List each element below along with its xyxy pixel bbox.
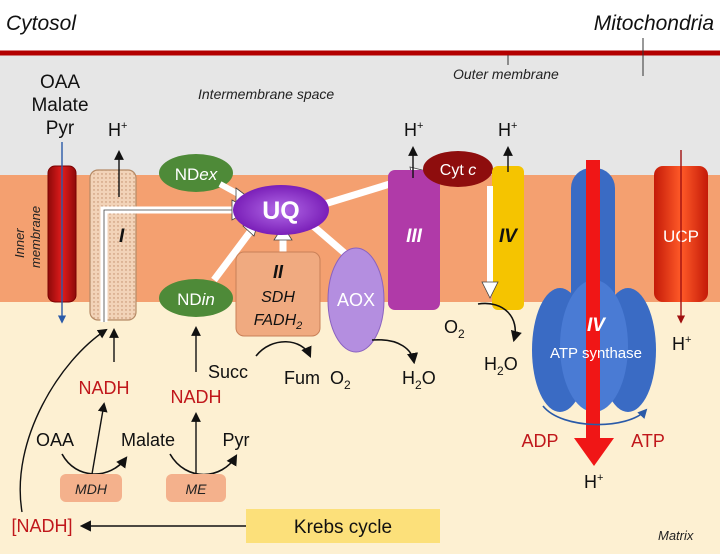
ubiquinone-pool: [233, 185, 329, 235]
atp-synthase-proton-channel: [586, 160, 600, 440]
cytosol-label: Cytosol: [6, 12, 77, 35]
inner-membrane-label-1: Inner: [12, 228, 27, 258]
complex-iv-label: IV: [499, 226, 518, 247]
intermembrane-region: [0, 55, 720, 175]
malate-label: Malate: [121, 430, 175, 450]
krebs-cycle-box: [246, 509, 440, 543]
mdh-label: MDH: [75, 481, 108, 497]
oaa-label: OAA: [36, 430, 74, 450]
aox-h2o-label: H2O: [402, 368, 436, 392]
outer-membrane-label: Outer membrane: [453, 66, 559, 82]
matrix-label: Matrix: [658, 528, 694, 543]
ndin-label: NDin: [177, 290, 215, 309]
complex-iii: [388, 170, 440, 310]
electron-flow-ndin-to-uq: [211, 229, 253, 283]
civ-o2-to-h2o-arrow: [477, 302, 522, 343]
pyruvate-label: Pyr: [223, 430, 250, 450]
electron-flow-cytc-iv-arrowhead: [481, 281, 499, 299]
ndin-enzyme: [159, 279, 233, 317]
cytochrome-c: [423, 151, 493, 187]
fumarate-label: Fum: [284, 368, 320, 388]
me-label: ME: [186, 481, 208, 497]
complex-ii-label: II: [273, 262, 284, 282]
civ-o2-label: O2: [444, 317, 465, 341]
aox-enzyme: [327, 247, 385, 353]
cytochrome-c-label: Cyt c: [440, 162, 476, 179]
mdh-enzyme: [60, 474, 122, 502]
electron-flow-complex-i-to-uq-outline: [103, 209, 232, 322]
mitochondria-label: Mitochondria: [594, 12, 714, 35]
ndex-enzyme: [159, 154, 233, 192]
complex-iv-proton: H+: [498, 120, 517, 140]
ndex-label: NDex: [175, 165, 218, 184]
nadh-pool-label: [NADH]: [11, 516, 72, 536]
civ-h2o-label: H2O: [484, 354, 518, 378]
complex-i: [89, 169, 137, 321]
atp-synthase-iv-label: IV: [587, 315, 606, 336]
complex-iii-label: III: [406, 226, 423, 247]
complex-ii: [235, 251, 321, 337]
atp-synthase-proton-arrowhead: [574, 438, 614, 466]
complex-iv: [492, 166, 524, 310]
intermembrane-space-label: Intermembrane space: [198, 86, 334, 102]
nadh-label-left: NADH: [78, 378, 129, 398]
complex-i-proton: H+: [108, 120, 127, 140]
succ-to-fum-arrow: [255, 341, 312, 359]
fadh2-label: FADH2: [254, 312, 303, 332]
krebs-cycle-label: Krebs cycle: [294, 517, 392, 538]
inner-membrane-label-2: membrane: [28, 206, 43, 268]
transporter-malate-label: Malate: [31, 95, 88, 116]
aox-o2-to-h2o-arrow: [371, 339, 419, 365]
sdh-label: SDH: [261, 289, 295, 306]
nadh-pool-to-complex-i-arrow: [19, 328, 108, 513]
aox-o2-label: O2: [330, 368, 351, 392]
mdh-nadh-arrow: [91, 402, 108, 475]
nadh-label-right: NADH: [170, 387, 221, 407]
complex-iii-proton: H+: [404, 120, 423, 140]
transporter-pyr-label: Pyr: [46, 118, 75, 139]
complex-i-label: I: [119, 226, 125, 247]
aox-label: AOX: [337, 290, 375, 310]
ubiquinone-label: UQ: [262, 197, 300, 225]
succinate-label: Succ: [208, 362, 248, 382]
ucp-proton: H+: [672, 334, 691, 354]
cytosol-region: [0, 0, 720, 52]
atp-label: ATP: [631, 431, 665, 451]
adp-to-atp-arrow: [542, 405, 648, 426]
me-enzyme: [166, 474, 226, 502]
transporter-oaa-label: OAA: [40, 72, 80, 93]
atp-synthase-proton: H+: [584, 472, 603, 492]
adp-label: ADP: [521, 431, 558, 451]
atp-synthase-label: ATP synthase: [550, 345, 642, 362]
